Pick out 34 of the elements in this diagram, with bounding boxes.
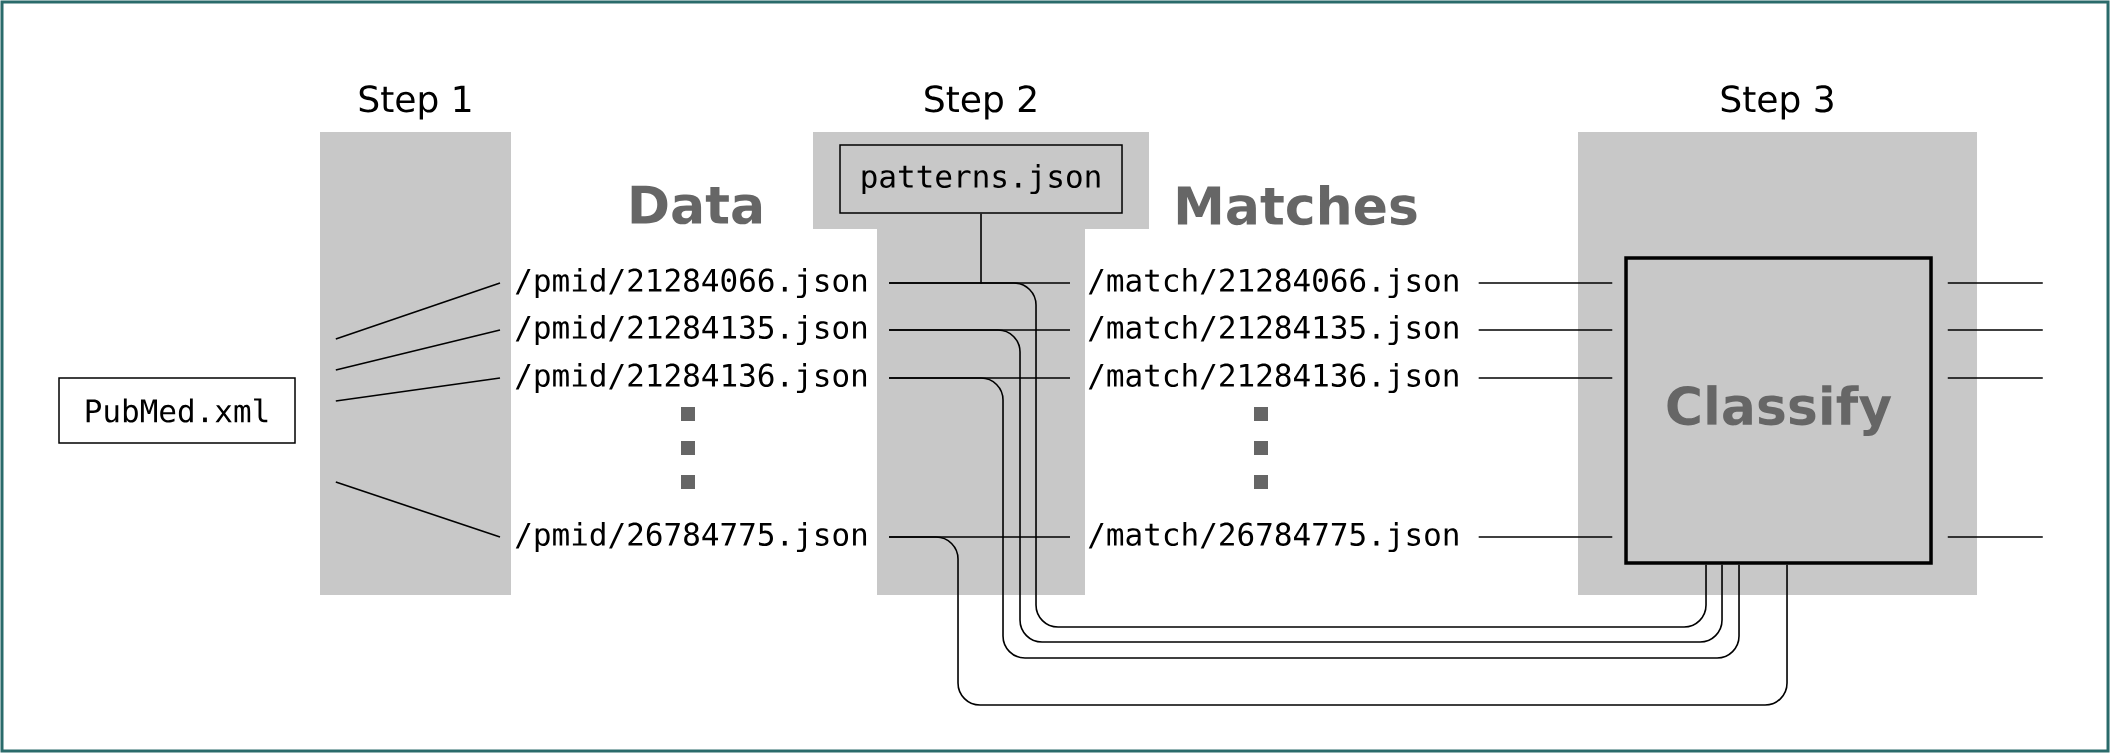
file-path: /pmid/21284136.json bbox=[515, 363, 867, 393]
step-column: Step 1 bbox=[320, 85, 511, 595]
connector bbox=[1477, 377, 1614, 379]
connector bbox=[888, 329, 1723, 643]
connector bbox=[888, 377, 1740, 659]
node-label: Step 1 bbox=[359, 85, 471, 120]
connector bbox=[1946, 282, 2044, 284]
file-path: /pmid/26784775.json bbox=[515, 522, 867, 552]
connector bbox=[888, 536, 1788, 706]
connector bbox=[335, 329, 501, 371]
section-heading: Data bbox=[631, 185, 762, 225]
process-box: Classify bbox=[1624, 256, 1933, 565]
connector bbox=[1477, 282, 1614, 284]
connector bbox=[1946, 536, 2044, 538]
connector bbox=[980, 212, 982, 285]
section-heading: Matches bbox=[1177, 184, 1417, 226]
file-box: patterns.json bbox=[839, 144, 1123, 214]
node-label: Step 3 bbox=[1721, 85, 1833, 120]
connector bbox=[1946, 329, 2044, 331]
file-path: /match/21284066.json bbox=[1088, 268, 1458, 298]
file-path: /pmid/21284066.json bbox=[515, 268, 867, 298]
file-path: /match/26784775.json bbox=[1088, 522, 1458, 552]
node-label: Step 2 bbox=[925, 85, 1036, 120]
connector bbox=[1477, 329, 1614, 331]
file-path: /match/21284135.json bbox=[1088, 315, 1458, 345]
connector bbox=[888, 282, 1707, 628]
connector bbox=[335, 377, 501, 402]
connector bbox=[1946, 377, 2044, 379]
file-path: /match/21284136.json bbox=[1088, 363, 1458, 393]
file-path: /pmid/21284135.json bbox=[515, 315, 867, 345]
connector bbox=[335, 481, 501, 538]
connector bbox=[1477, 536, 1614, 538]
file-box: PubMed.xml bbox=[58, 377, 296, 444]
connector bbox=[335, 282, 501, 340]
